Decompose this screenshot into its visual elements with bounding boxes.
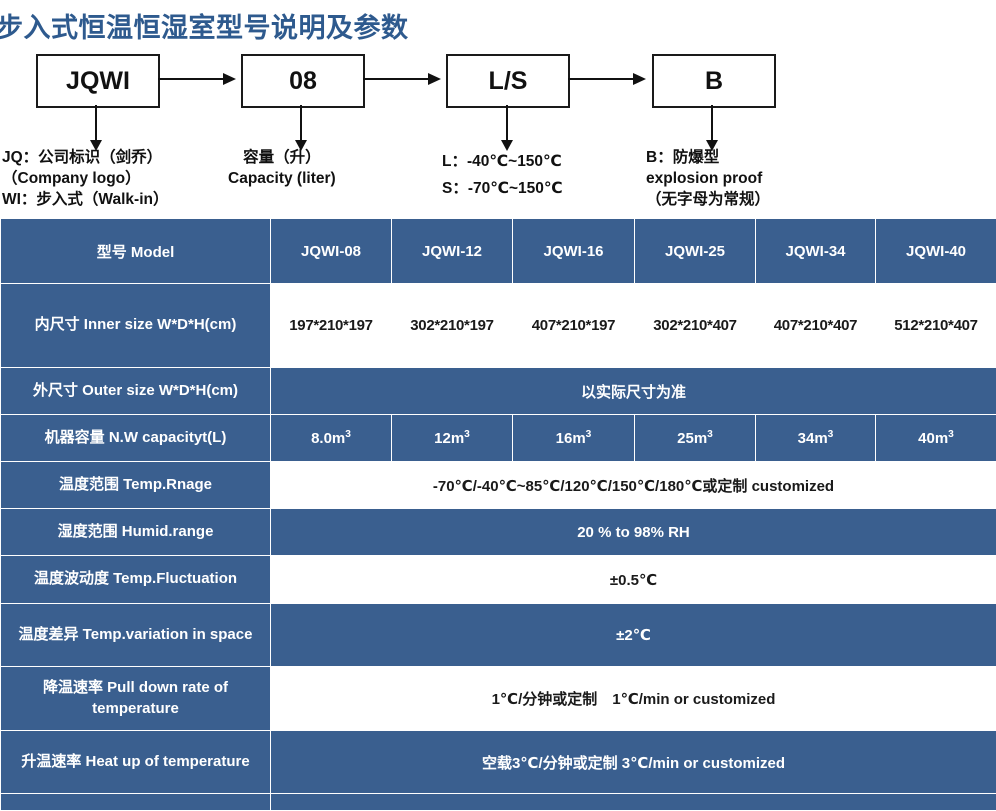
diagram-box-prefix: JQWI (36, 54, 160, 108)
diagram-box-explosion: B (652, 54, 776, 108)
row-value-merged: 20 % to 98% RH (271, 509, 996, 556)
legend-line: （无字母为常规） (646, 190, 770, 211)
row-label: 内尺寸 Inner size W*D*H(cm) (1, 284, 271, 368)
legend-line: （Company logo） (2, 169, 168, 190)
capacity-value: 16 (556, 430, 573, 447)
row-label: 湿度范围 Humid.range (1, 509, 271, 556)
capacity-value: 8.0 (311, 430, 332, 447)
column-header-model: JQWI-34 (756, 219, 876, 284)
row-label: 外尺寸 Outer size W*D*H(cm) (1, 368, 271, 415)
row-value-cell: 16m3 (513, 415, 635, 462)
row-value-merged: ±0.5℃ (271, 556, 996, 604)
row-value-cell: 34m3 (756, 415, 876, 462)
capacity-unit: m (451, 430, 464, 447)
row-label (1, 794, 271, 811)
table-row: 温度差异 Temp.variation in space±2℃ (1, 604, 996, 667)
row-label: 降温速率 Pull down rate of temperature (1, 667, 271, 731)
page-title: 步入式恒温恒湿室型号说明及参数 (0, 6, 409, 45)
row-value-merged (271, 794, 996, 811)
column-header-model: JQWI-16 (513, 219, 635, 284)
row-value-merged: 以实际尺寸为准 (271, 368, 996, 415)
diagram-legend-prefix: JQ：公司标识（剑乔） （Company logo） WI：步入式（Walk-i… (2, 148, 168, 211)
capacity-unit: m (814, 430, 827, 447)
row-label: 机器容量 N.W capacityt(L) (1, 415, 271, 462)
arrow-down-icon (506, 105, 508, 141)
legend-line: explosion proof (646, 169, 770, 190)
row-value-cell: 407*210*407 (756, 284, 876, 368)
row-value-merged: 1℃/分钟或定制 1℃/min or customized (271, 667, 996, 731)
legend-line: Capacity (liter) (228, 169, 336, 190)
diagram-box-temprange: L/S (446, 54, 570, 108)
arrow-right-icon (158, 78, 234, 80)
column-header-model: JQWI-08 (271, 219, 392, 284)
row-value-cell: 40m3 (876, 415, 996, 462)
row-value-cell: 197*210*197 (271, 284, 392, 368)
capacity-value: 25 (677, 430, 694, 447)
diagram-legend-temprange: L：-40℃~150℃ S：-70℃~150℃ (442, 148, 563, 202)
table-row: 温度波动度 Temp.Fluctuation±0.5℃ (1, 556, 996, 604)
legend-line: JQ：公司标识（剑乔） (2, 148, 168, 169)
capacity-exponent: 3 (464, 429, 470, 440)
row-value-cell: 512*210*407 (876, 284, 996, 368)
capacity-exponent: 3 (707, 429, 713, 440)
capacity-unit: m (572, 430, 585, 447)
capacity-exponent: 3 (586, 429, 592, 440)
row-value-cell: 407*210*197 (513, 284, 635, 368)
capacity-exponent: 3 (345, 429, 351, 440)
row-value-cell: 302*210*197 (392, 284, 513, 368)
row-value-merged: ±2℃ (271, 604, 996, 667)
capacity-exponent: 3 (828, 429, 834, 440)
row-value-cell: 25m3 (635, 415, 756, 462)
column-header-model: JQWI-25 (635, 219, 756, 284)
arrow-down-icon (711, 105, 713, 141)
row-label: 温度范围 Temp.Rnage (1, 462, 271, 509)
table-row: 温度范围 Temp.Rnage-70℃/-40℃~85℃/120℃/150℃/1… (1, 462, 996, 509)
row-value-merged: 空载3℃/分钟或定制 3℃/min or customized (271, 731, 996, 794)
arrow-down-icon (95, 105, 97, 141)
row-value-merged: -70℃/-40℃~85℃/120℃/150℃/180℃或定制 customiz… (271, 462, 996, 509)
column-header-model: JQWI-12 (392, 219, 513, 284)
legend-line: B：防爆型 (646, 148, 770, 169)
model-code-diagram: JQWI 08 L/S B JQ：公司标识（剑乔） （Company logo）… (0, 48, 996, 216)
capacity-value: 34 (798, 430, 815, 447)
legend-line: WI：步入式（Walk-in） (2, 190, 168, 211)
header-row-label: 型号 Model (1, 219, 271, 284)
row-value-cell: 302*210*407 (635, 284, 756, 368)
capacity-value: 40 (918, 430, 935, 447)
arrow-right-icon (363, 78, 439, 80)
row-value-cell: 8.0m3 (271, 415, 392, 462)
row-label: 升温速率 Heat up of temperature (1, 731, 271, 794)
capacity-unit: m (694, 430, 707, 447)
legend-line: L：-40℃~150℃ (442, 148, 563, 175)
diagram-legend-explosion: B：防爆型 explosion proof （无字母为常规） (646, 148, 770, 211)
capacity-unit: m (332, 430, 345, 447)
legend-line: 容量（升） (228, 148, 336, 169)
row-label: 温度差异 Temp.variation in space (1, 604, 271, 667)
row-value-cell: 12m3 (392, 415, 513, 462)
row-label: 温度波动度 Temp.Fluctuation (1, 556, 271, 604)
arrow-right-icon (568, 78, 644, 80)
table-row: 外尺寸 Outer size W*D*H(cm)以实际尺寸为准 (1, 368, 996, 415)
table-row (1, 794, 996, 811)
arrow-down-icon (300, 105, 302, 141)
column-header-model: JQWI-40 (876, 219, 996, 284)
diagram-legend-capacity: 容量（升） Capacity (liter) (228, 148, 336, 190)
capacity-exponent: 3 (948, 429, 954, 440)
diagram-box-capacity: 08 (241, 54, 365, 108)
legend-line: S：-70℃~150℃ (442, 175, 563, 202)
capacity-unit: m (935, 430, 948, 447)
capacity-value: 12 (434, 430, 451, 447)
